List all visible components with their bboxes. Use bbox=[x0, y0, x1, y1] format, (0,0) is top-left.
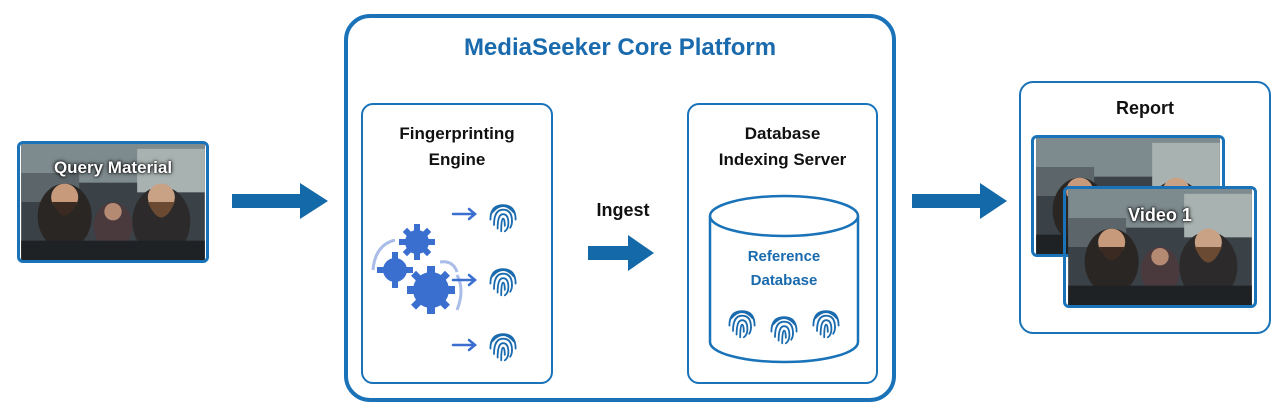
fingerprint-icon bbox=[489, 268, 517, 297]
database-title-line2: Indexing Server bbox=[718, 150, 847, 169]
database-title-line1: Database bbox=[744, 124, 821, 143]
reference-line2: Database bbox=[750, 272, 818, 289]
gear-icon bbox=[377, 252, 413, 288]
report-video-thumbnail[interactable]: Video 1 bbox=[1063, 186, 1257, 308]
video-label: Video 1 bbox=[1128, 205, 1192, 225]
arrow-right-icon bbox=[451, 207, 477, 221]
arrow-right-icon bbox=[451, 338, 477, 352]
reference-database-label: Reference Database bbox=[704, 245, 864, 293]
fingerprinting-title-line1: Fingerprinting bbox=[399, 124, 515, 143]
fingerprinting-graphic bbox=[371, 204, 517, 362]
arrow-right-icon bbox=[451, 273, 477, 287]
arrow-right-icon bbox=[232, 183, 328, 219]
query-material-thumbnail: Query Material bbox=[17, 141, 209, 263]
report-title: Report bbox=[1116, 98, 1174, 118]
fingerprinting-engine-box bbox=[361, 103, 553, 384]
ingest-label: Ingest bbox=[596, 200, 650, 220]
database-server-title: Database Indexing Server bbox=[687, 121, 878, 173]
database-cylinder-icon bbox=[708, 194, 860, 364]
fingerprint-icon bbox=[489, 204, 517, 233]
reference-line1: Reference bbox=[747, 248, 821, 265]
arrow-right-icon bbox=[588, 235, 654, 271]
fingerprinting-title-line2: Engine bbox=[428, 150, 486, 169]
platform-title: MediaSeeker Core Platform bbox=[463, 34, 777, 61]
query-material-label: Query Material bbox=[53, 158, 173, 177]
fingerprinting-engine-title: Fingerprinting Engine bbox=[361, 121, 553, 173]
gear-icon bbox=[407, 266, 455, 314]
arrow-right-icon bbox=[912, 183, 1007, 219]
fingerprint-icon bbox=[489, 333, 517, 362]
gear-icon bbox=[399, 224, 435, 260]
